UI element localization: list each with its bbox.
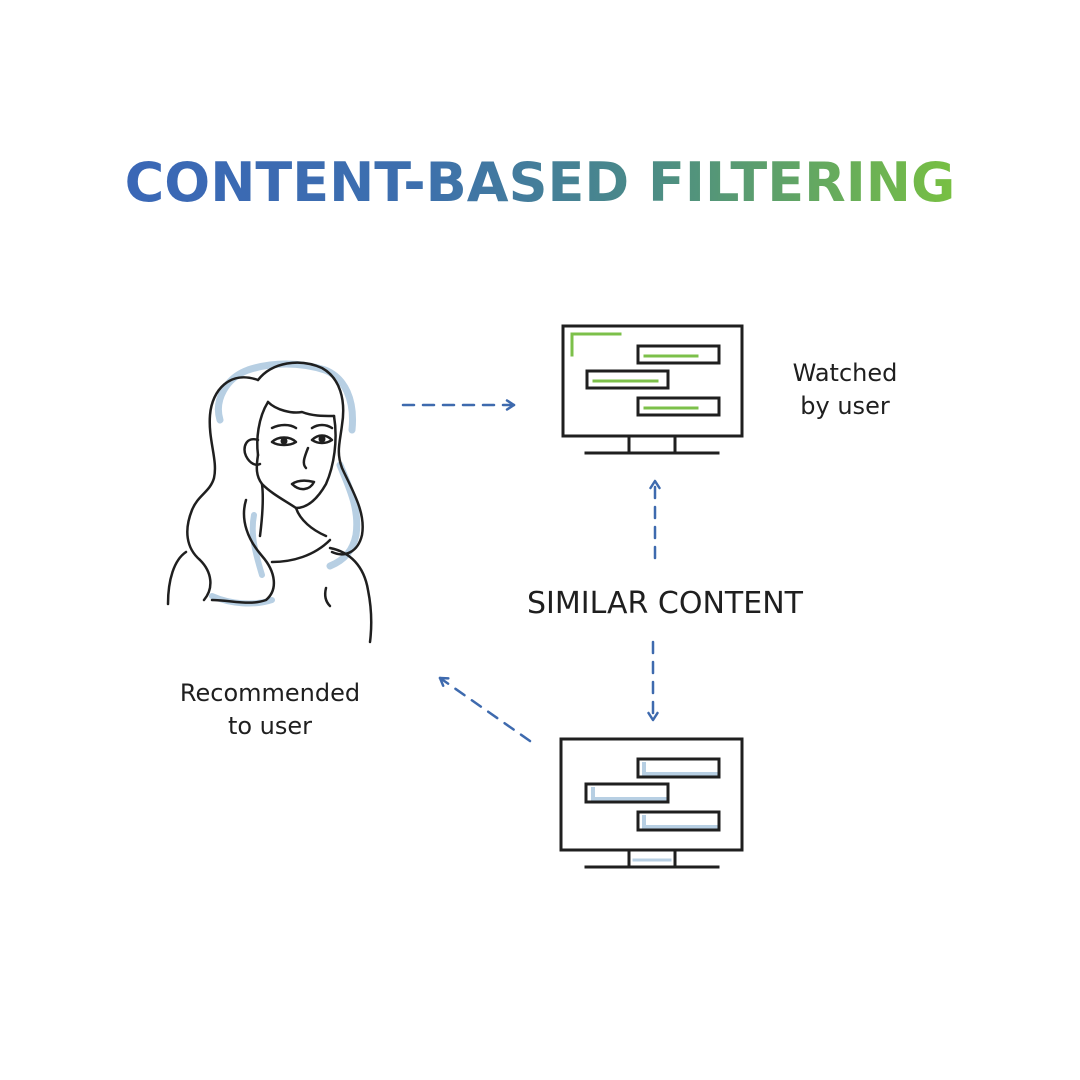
arrow-recommended-to-user xyxy=(438,676,532,743)
diagram-title: CONTENT-BASED FILTERING xyxy=(0,148,1080,218)
watched-label-line2: by user xyxy=(800,392,890,420)
recommended-label-line2: to user xyxy=(227,712,313,740)
recommended-label: Recommended to user xyxy=(150,677,390,743)
monitor-watched-icon xyxy=(561,324,744,455)
watched-label: Watched by user xyxy=(770,357,920,423)
monitor-recommended-icon xyxy=(559,737,744,869)
watched-label-line1: Watched xyxy=(792,359,898,387)
recommended-label-line1: Recommended xyxy=(179,679,361,707)
similar-content-label: SIMILAR CONTENT xyxy=(527,586,803,621)
woman-user-icon xyxy=(166,360,373,644)
diagram-title-text: CONTENT-BASED FILTERING xyxy=(124,151,956,214)
